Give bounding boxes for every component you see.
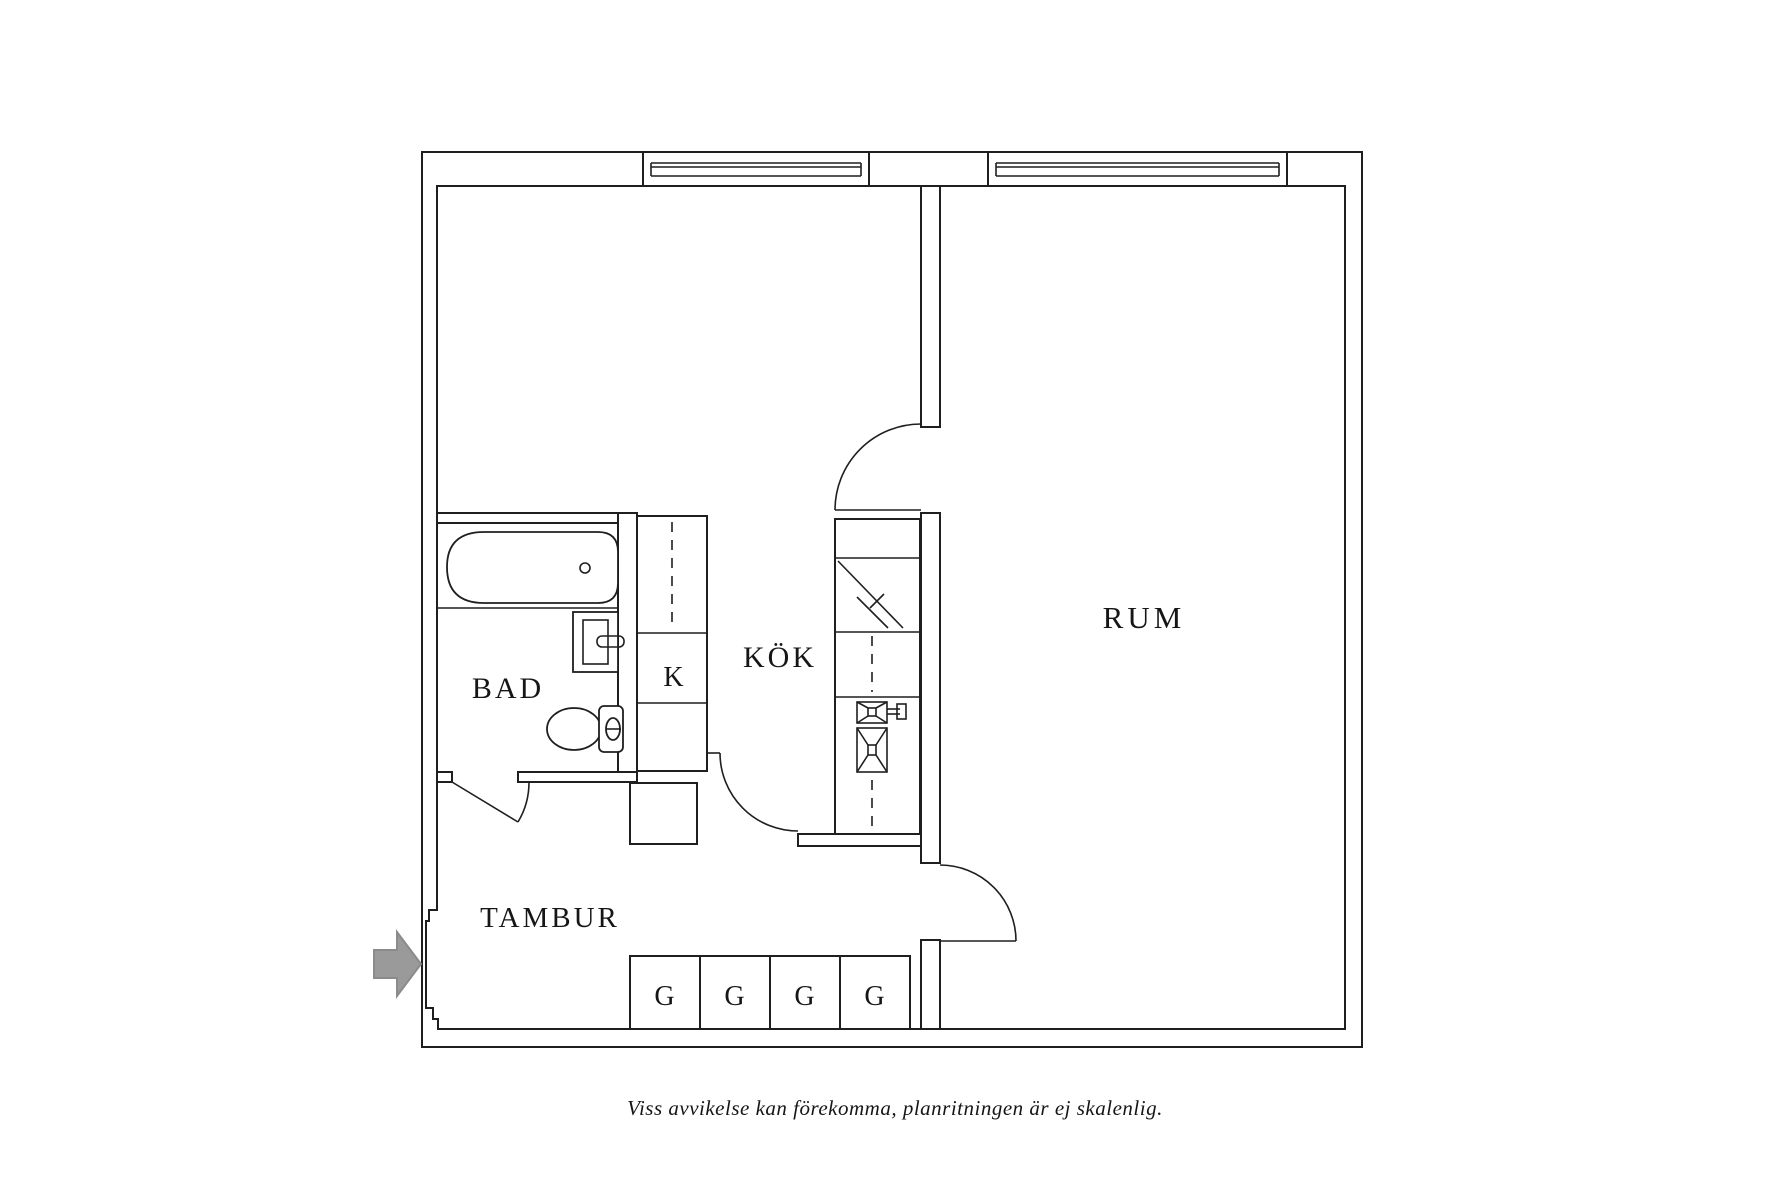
door-kitchen-rum xyxy=(834,423,922,511)
door-tambur-rum xyxy=(939,864,1017,942)
wardrobe-label-1: G xyxy=(654,981,675,1012)
bath-door-jamb xyxy=(436,771,453,783)
door-tambur-kitchen xyxy=(707,752,799,832)
hallway-shelf xyxy=(629,782,698,845)
fridge-icon xyxy=(837,560,904,629)
wardrobe-label-2: G xyxy=(724,981,745,1012)
wall-bath-south xyxy=(517,771,638,783)
bathtub xyxy=(446,531,619,604)
room-label-tambur: TAMBUR xyxy=(480,902,620,934)
wall-kitchen-south xyxy=(797,833,922,847)
toilet xyxy=(546,705,624,753)
kitchen-counter xyxy=(834,518,921,835)
sink-faucet xyxy=(896,703,907,720)
stove-icon xyxy=(856,727,888,773)
wall-tambur-rum-lower xyxy=(920,939,941,1030)
wardrobe-label-4: G xyxy=(864,981,885,1012)
disclaimer-caption: Viss avvikelse kan förekomma, planritnin… xyxy=(627,1096,1163,1120)
inner-wall-face xyxy=(425,185,1346,1030)
basin-faucet xyxy=(596,635,625,648)
room-label-kok: KÖK xyxy=(743,641,817,674)
entry-arrow-icon xyxy=(373,929,423,999)
closet-label-k: K xyxy=(663,662,684,693)
bathtub-drain xyxy=(579,562,591,574)
wardrobe-label-3: G xyxy=(794,981,815,1012)
wall-bath-north xyxy=(436,512,638,524)
room-label-rum: RUM xyxy=(1103,600,1186,635)
wall-kitchen-rum-middle xyxy=(920,512,941,864)
hand-basin xyxy=(572,611,625,673)
door-bath xyxy=(451,781,530,823)
room-label-bad: BAD xyxy=(472,672,544,705)
wardrobe-g-4 xyxy=(839,955,911,1030)
window-right xyxy=(987,151,1288,187)
window-left xyxy=(642,151,870,187)
kitchen-sink-icon xyxy=(856,701,907,724)
wardrobe-row xyxy=(629,955,911,1030)
wall-kitchen-rum-upper xyxy=(920,185,941,428)
closet-column-k xyxy=(636,515,708,772)
